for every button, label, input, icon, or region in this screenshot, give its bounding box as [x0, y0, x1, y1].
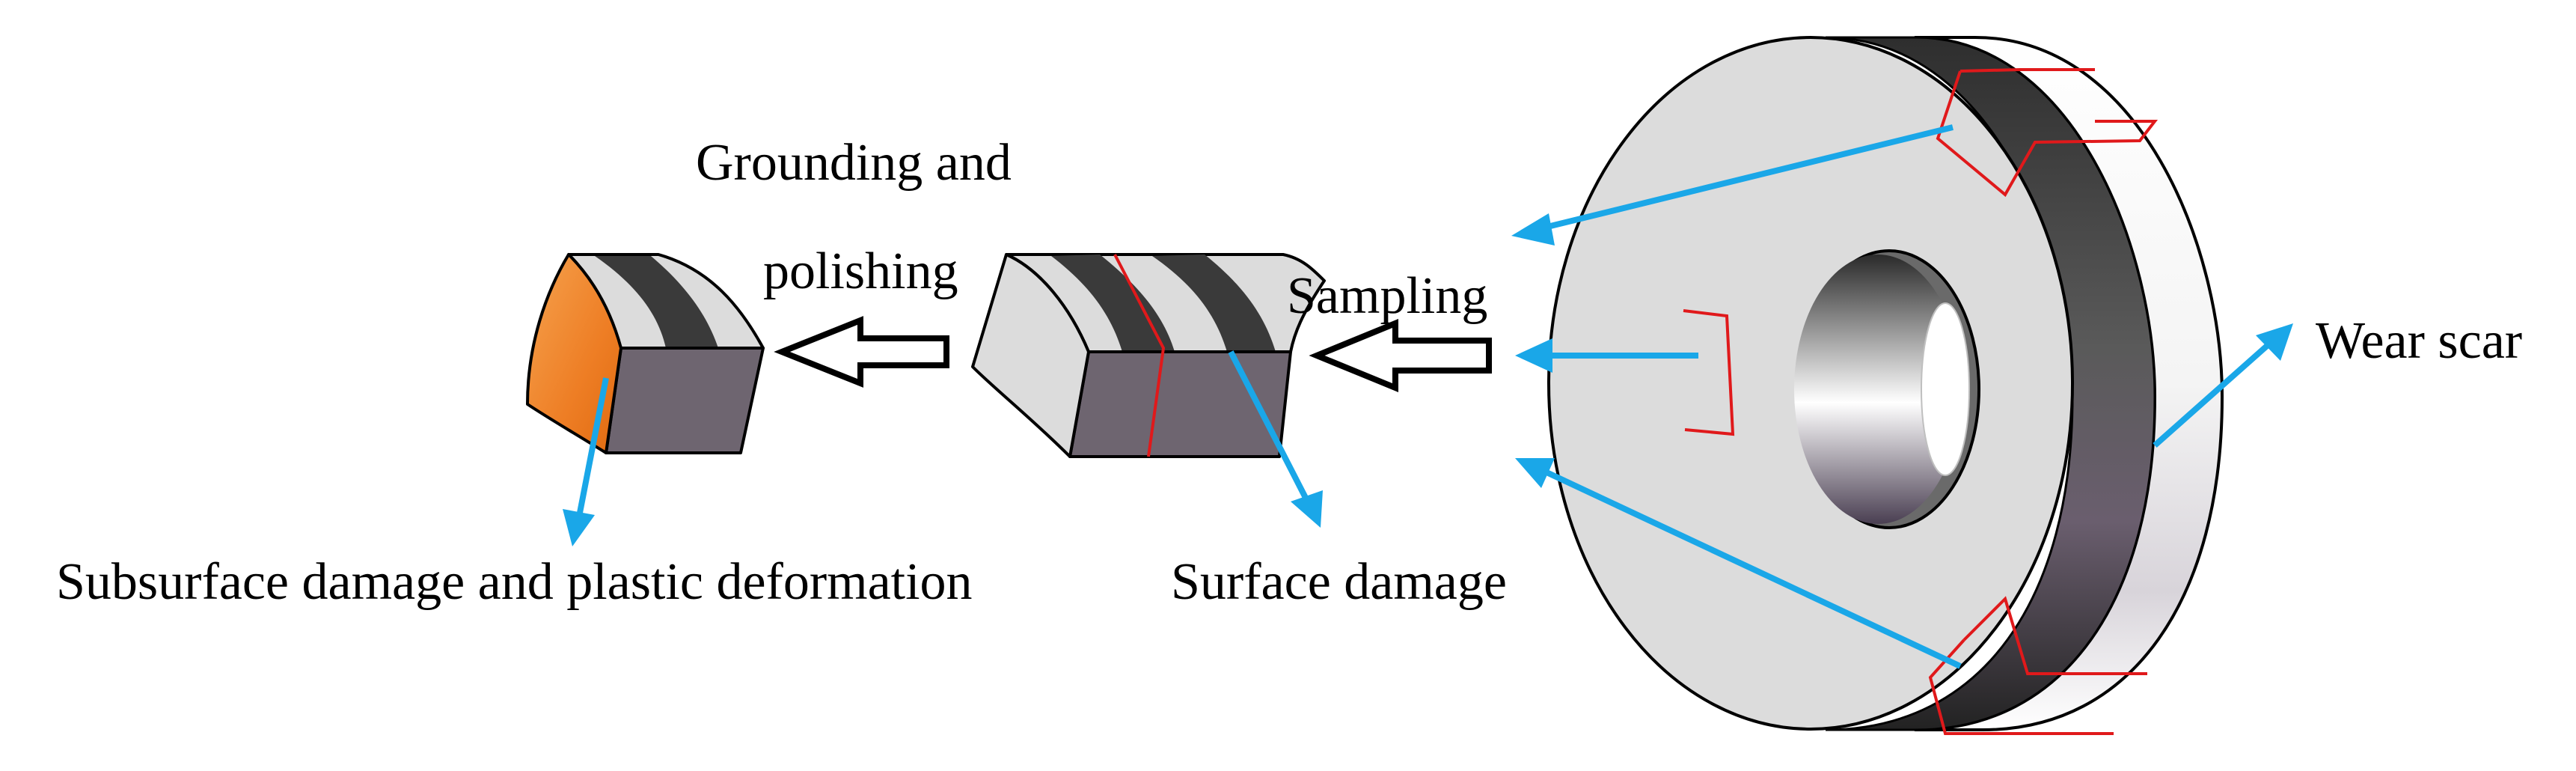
polished-block — [526, 253, 765, 454]
arrow-top-head — [1511, 213, 1555, 246]
arrow-left-head — [1515, 338, 1552, 373]
arrow-bottom-head — [1515, 458, 1555, 488]
sampled-block — [971, 253, 1326, 458]
label-sampling: Sampling — [1287, 267, 1487, 325]
polished-block-band — [595, 256, 718, 348]
arrow-subsurface-head — [563, 509, 595, 546]
label-surface-damage: Surface damage — [1171, 553, 1507, 611]
sampling-arrow — [1309, 319, 1492, 392]
polished-face — [526, 253, 622, 454]
sampled-block-band-left — [1051, 255, 1175, 352]
label-wear-scar: Wear scar — [2316, 312, 2522, 370]
label-grinding-line2: polishing — [763, 243, 958, 300]
arrow-surface-damage-head — [1291, 490, 1323, 528]
cut-outline-bottom-b — [1962, 596, 2147, 675]
arrow-subsurface — [577, 377, 609, 514]
arrow-wear-scar-head — [2256, 323, 2293, 361]
label-subsurface-damage: Subsurface damage and plastic deformatio… — [56, 553, 973, 611]
sampled-block-end — [971, 253, 1090, 458]
cut-outline-left — [1683, 309, 1735, 436]
ring-specimen — [1547, 36, 2224, 735]
ring-inner-hole — [1794, 255, 1962, 524]
arrow-top-to-sampling — [1541, 124, 1954, 231]
pointer-arrows — [563, 124, 2293, 669]
sampled-block-cut-line — [1113, 254, 1166, 457]
arrow-wear-scar — [2153, 344, 2269, 448]
label-grinding-line1: Grounding and — [696, 134, 1012, 192]
grinding-arrow — [774, 316, 949, 388]
arrow-bottom-to-sampling — [1544, 469, 1962, 669]
cut-outline-top — [1936, 70, 2159, 198]
ring-inner-hole-highlight — [1921, 302, 1970, 476]
cut-outline-top-b — [1959, 68, 2095, 73]
cut-outline-bottom — [1928, 639, 2114, 735]
sampled-block-band-right — [1152, 255, 1276, 352]
arrow-surface-damage — [1228, 350, 1309, 499]
polished-block-side — [605, 347, 765, 454]
